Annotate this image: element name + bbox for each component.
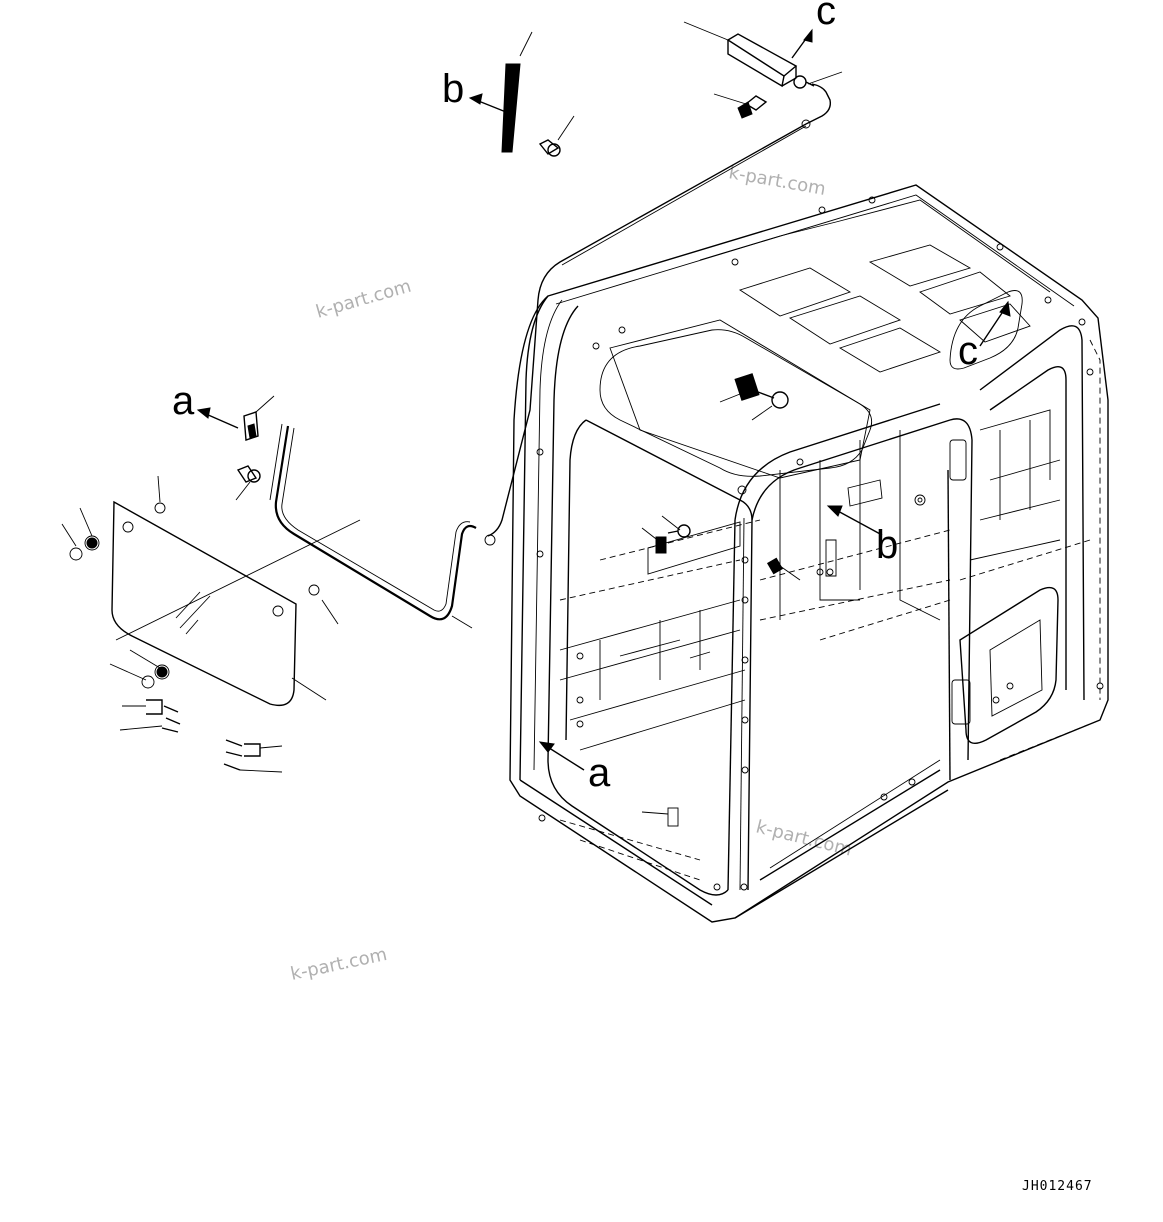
- label-c-frame: c: [958, 329, 978, 373]
- watermark-4: k-part.com: [289, 944, 389, 985]
- drawing-code: JH012467: [1022, 1179, 1093, 1194]
- watermark-1: k-part.com: [727, 162, 827, 200]
- strip-bolt: [538, 139, 561, 157]
- window-glass-panel: [61, 475, 361, 773]
- label-b-frame: b: [876, 523, 898, 567]
- bracket-bolt: [236, 465, 261, 483]
- bracket-a: [196, 395, 275, 501]
- module-bolt: [737, 95, 768, 119]
- watermarks: k-part.com k-part.com k-part.com k-part.…: [289, 162, 854, 985]
- pointer-b-strip: [468, 93, 507, 113]
- frame-clip-roof: [734, 373, 789, 409]
- seal-strip-b: [468, 31, 575, 157]
- pointer-a-frame: [538, 741, 585, 771]
- cab-frame: [509, 184, 1109, 923]
- rubber-seal: [269, 423, 477, 629]
- view-labels: b c a c b a: [172, 0, 978, 795]
- pointer-a-bracket: [196, 407, 239, 429]
- label-c-module: c: [816, 0, 836, 33]
- frame-clip-center: [766, 557, 784, 575]
- label-a-bracket: a: [172, 379, 195, 423]
- frame-clip-front: [647, 521, 741, 575]
- pointer-c-frame: [979, 300, 1011, 347]
- watermark-2: k-part.com: [314, 276, 414, 323]
- label-b-strip: b: [442, 67, 464, 111]
- antenna-module: [683, 21, 843, 119]
- frame-clip-lower: [667, 807, 679, 827]
- label-a-frame: a: [588, 751, 611, 795]
- wiring-harness: [484, 83, 832, 546]
- pointer-b-frame: [826, 505, 883, 536]
- pointer-c-module: [791, 28, 813, 59]
